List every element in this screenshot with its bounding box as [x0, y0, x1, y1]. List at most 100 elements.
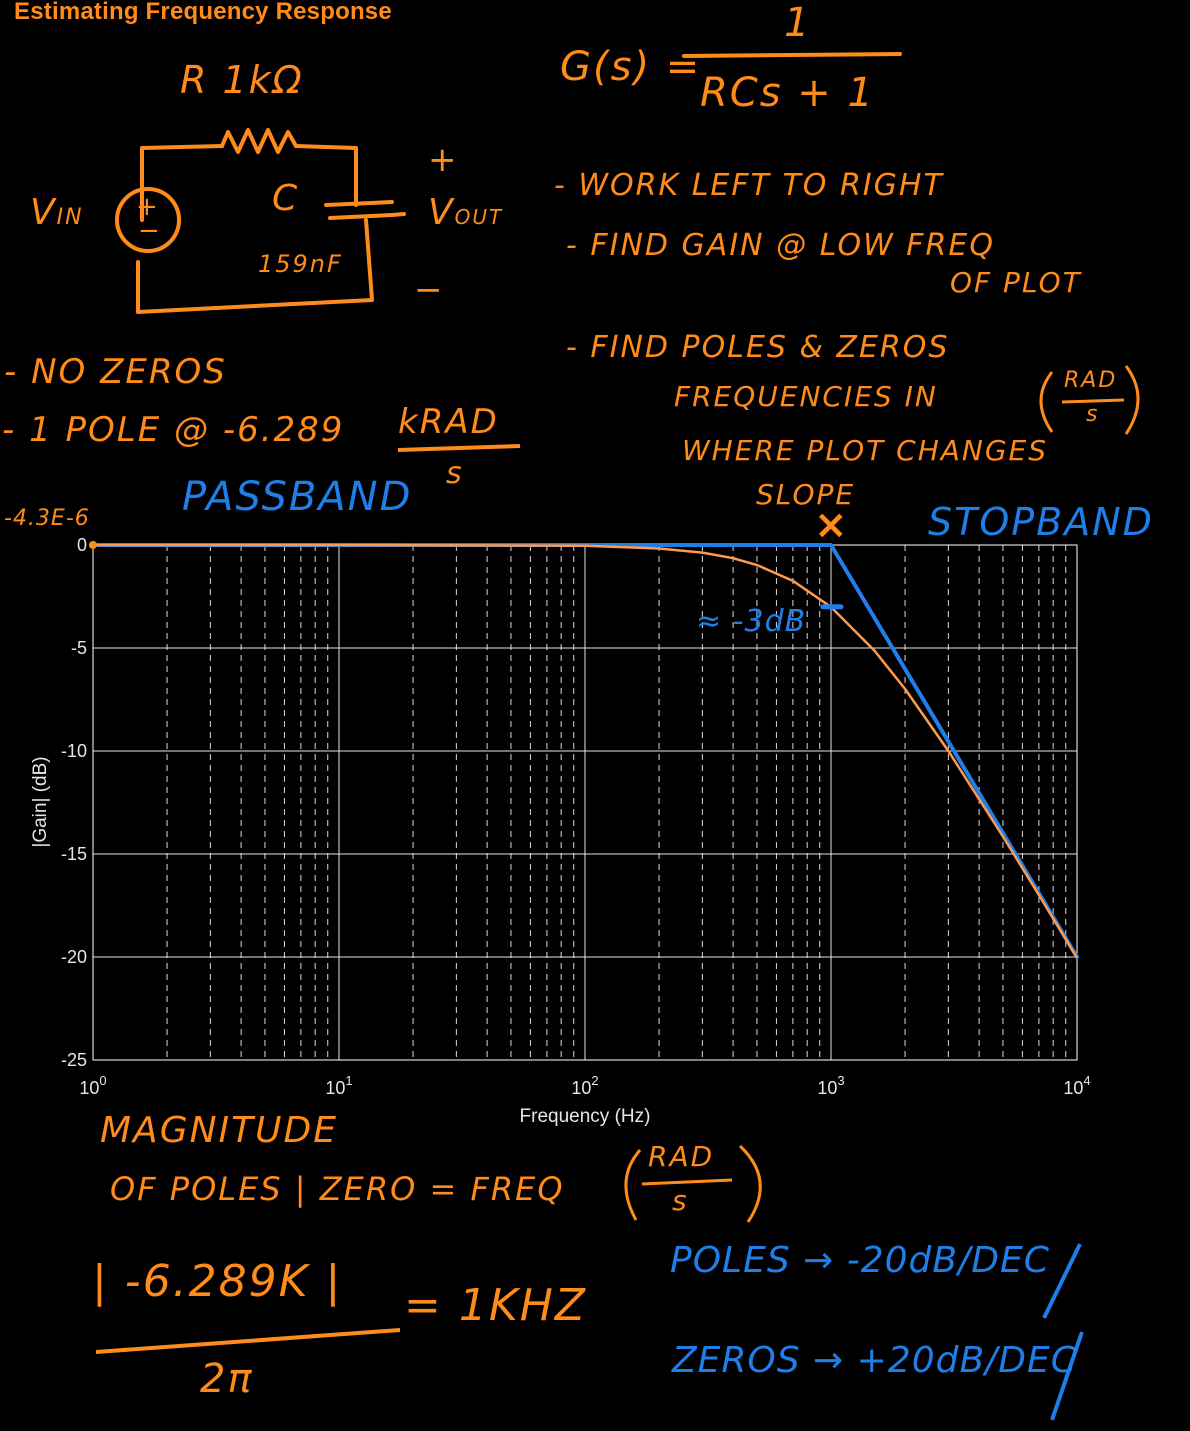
step-3-line3: WHERE PLOT CHANGES — [682, 434, 1049, 467]
voltage-source-symbol — [115, 187, 181, 253]
gain-curve-point — [1002, 835, 1004, 837]
zeros-rule: ZEROS → +20dB/DEC — [672, 1340, 1077, 1381]
minus-3db-label: ≈ -3dB — [696, 604, 807, 639]
step-3-unit-den: s — [1086, 402, 1100, 427]
stopband-label: STOPBAND — [928, 500, 1154, 544]
vout-plus: + — [428, 140, 459, 180]
pole-unit-bar — [397, 444, 521, 452]
zeros-rule-slash — [1050, 1331, 1084, 1421]
circuit-wire-right — [136, 218, 374, 314]
y-tick-label: -25 — [61, 1050, 87, 1070]
circuit-diagram — [115, 128, 406, 314]
x-tick-base: 10 — [79, 1078, 99, 1098]
x-tick-label: 101 — [325, 1073, 352, 1098]
calc-denominator: 2π — [200, 1356, 254, 1402]
resistor-symbol — [220, 128, 298, 154]
vout-minus: − — [414, 270, 445, 310]
vin-label: VIN — [30, 192, 84, 233]
passband-label: PASSBAND — [182, 474, 413, 520]
step-3-line1: - FIND POLES & ZEROS — [566, 330, 950, 365]
tf-numerator: 1 — [784, 0, 812, 46]
resistor-label: R 1kΩ — [180, 58, 304, 102]
tf-lhs: G(s) = — [560, 44, 702, 90]
step-1: - WORK LEFT TO RIGHT — [554, 168, 944, 203]
gain-curve-point — [701, 552, 703, 554]
x-tick-exponent: 0 — [99, 1073, 106, 1088]
x-tick-exponent: 4 — [1083, 1073, 1090, 1088]
poles-rule-slash — [1042, 1243, 1082, 1319]
vin-sub: IN — [56, 205, 84, 230]
freq-unit-paren-left — [624, 1149, 642, 1221]
freq-unit-den: s — [672, 1184, 689, 1217]
step-2-line2: OF PLOT — [950, 266, 1082, 299]
calc-numerator: | -6.289K | — [92, 1256, 343, 1307]
x-tick-exponent: 2 — [591, 1073, 598, 1088]
poles-rule: POLES → -20dB/DEC — [670, 1240, 1050, 1281]
note-one-pole: - 1 POLE @ -6.289 — [2, 410, 345, 450]
x-tick-exponent: 3 — [837, 1073, 844, 1088]
capacitor-plate-bottom — [328, 213, 394, 220]
note-pole-unit-num: kRAD — [398, 402, 499, 442]
vout-sub: OUT — [454, 205, 504, 229]
calc-result: = 1KHZ — [404, 1280, 587, 1331]
step-3-line4: SLOPE — [756, 478, 856, 511]
tf-denominator: RCs + 1 — [700, 70, 875, 116]
pole-x-marker: × — [814, 502, 850, 548]
x-tick-label: 103 — [817, 1073, 844, 1098]
gain-curve-point — [792, 580, 794, 582]
x-tick-label: 100 — [79, 1073, 106, 1098]
circuit-wire-top — [140, 144, 224, 222]
low-freq-gain-dot — [89, 541, 97, 549]
page-title: Estimating Frequency Response — [14, 0, 392, 25]
capacitor-plate-top — [324, 200, 394, 207]
note-pole-unit-den: s — [446, 456, 464, 491]
magnitude-line2: OF POLES | ZERO = FREQ — [110, 1170, 565, 1208]
grid-lines — [92, 544, 1078, 1061]
x-tick-label: 104 — [1063, 1073, 1090, 1098]
vout-main: V — [428, 192, 455, 233]
x-tick-exponent: 1 — [345, 1073, 352, 1088]
vin-main: V — [30, 192, 57, 233]
gain-curve-point — [904, 688, 906, 690]
step-2-line1: - FIND GAIN @ LOW FREQ — [566, 228, 995, 263]
curve-layer — [89, 541, 1079, 959]
x-tick-base: 10 — [1063, 1078, 1083, 1098]
capacitor-value: 159nF — [258, 250, 343, 278]
y-axis-label: |Gain| (dB) — [30, 756, 51, 847]
x-tick-label: 102 — [571, 1073, 598, 1098]
step-3-unit-num: RAD — [1064, 368, 1118, 393]
step-3-line2: FREQUENCIES IN — [674, 380, 938, 413]
gain-curve-point — [732, 557, 734, 559]
y-tick-label: -5 — [71, 638, 87, 658]
capacitor-lead-right — [390, 212, 406, 217]
gain-curve-point — [947, 750, 949, 752]
tf-fraction-bar — [682, 52, 902, 58]
y-tick-label: -15 — [61, 844, 87, 864]
unit-paren-left — [1039, 371, 1054, 433]
calc-fraction-bar — [95, 1328, 401, 1354]
y-tick-label: -20 — [61, 947, 87, 967]
x-tick-base: 10 — [325, 1078, 345, 1098]
gain-curve-point — [873, 649, 875, 651]
source-plus: + — [136, 192, 160, 222]
y-tick-labels: 0 -5 -10 -15 -20 -25 — [61, 535, 87, 1070]
y-tick-label: -10 — [61, 741, 87, 761]
vout-label: VOUT — [428, 192, 503, 233]
source-minus: − — [138, 216, 162, 246]
note-no-zeros: - NO ZEROS — [4, 352, 227, 392]
note-low-freq-gain: -4.3E-6 — [4, 506, 90, 531]
x-tick-base: 10 — [817, 1078, 837, 1098]
gain-curve-point — [338, 544, 340, 546]
x-axis-label: Frequency (Hz) — [520, 1106, 651, 1127]
gain-curve-point — [584, 545, 586, 547]
x-tick-base: 10 — [571, 1078, 591, 1098]
gain-curve-point — [1076, 957, 1078, 959]
freq-unit-num: RAD — [648, 1140, 715, 1173]
gain-curve-point — [756, 564, 758, 566]
magnitude-line1: MAGNITUDE — [100, 1110, 338, 1151]
y-tick-label: 0 — [77, 535, 87, 555]
gain-curve-point — [658, 548, 660, 550]
freq-unit-paren-right — [738, 1144, 762, 1223]
